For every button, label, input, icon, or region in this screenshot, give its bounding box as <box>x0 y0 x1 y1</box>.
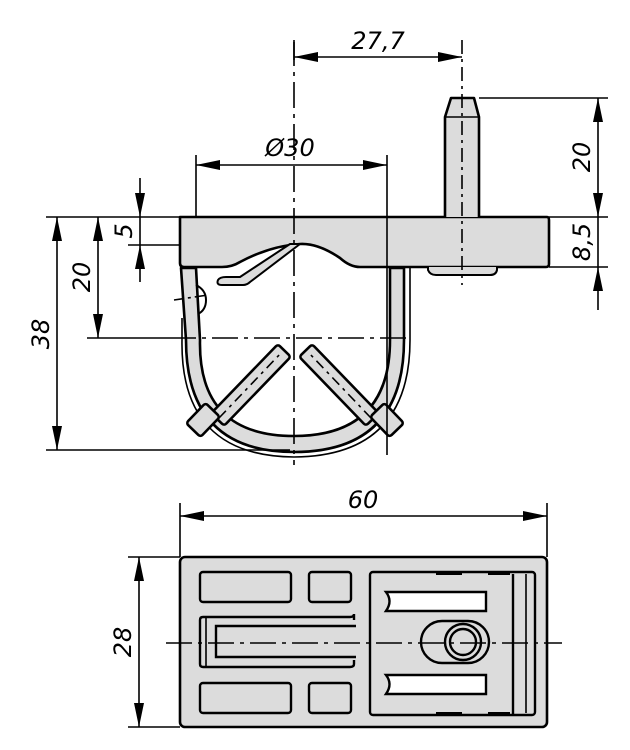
spring-slot-top <box>383 590 488 613</box>
dim-top-offset: 5 <box>110 223 138 238</box>
base-plate <box>178 215 551 269</box>
top-view: 60 28 <box>109 486 562 729</box>
spring-arm-right <box>299 344 379 426</box>
arm-foot-left <box>186 402 220 438</box>
pin-base-boss <box>427 267 498 276</box>
latch-tongue <box>216 243 301 286</box>
side-view: 27,7 Ø30 20 8,5 5 20 38 <box>27 27 608 465</box>
clip-latch-detail <box>195 284 208 315</box>
cutout <box>307 681 353 715</box>
dim-pin-offset: 27,7 <box>351 27 405 55</box>
clip-band-outline <box>181 268 411 458</box>
spring-arm-left <box>211 344 291 426</box>
tongue <box>214 624 356 659</box>
cutout <box>307 570 353 604</box>
dim-pin-height: 20 <box>568 142 596 173</box>
dim-total-height: 38 <box>27 319 55 350</box>
cutout <box>198 570 293 604</box>
dim-width: 28 <box>109 627 137 658</box>
dim-base-thickness: 8,5 <box>568 223 596 261</box>
tongue-slot <box>198 613 356 669</box>
spring-slot-bottom <box>383 673 488 696</box>
pin-circle-inner <box>448 627 478 657</box>
dim-length: 60 <box>348 486 379 514</box>
cutout <box>198 681 293 715</box>
dim-center-height: 20 <box>68 262 96 293</box>
dim-clip-diameter: Ø30 <box>264 134 314 162</box>
